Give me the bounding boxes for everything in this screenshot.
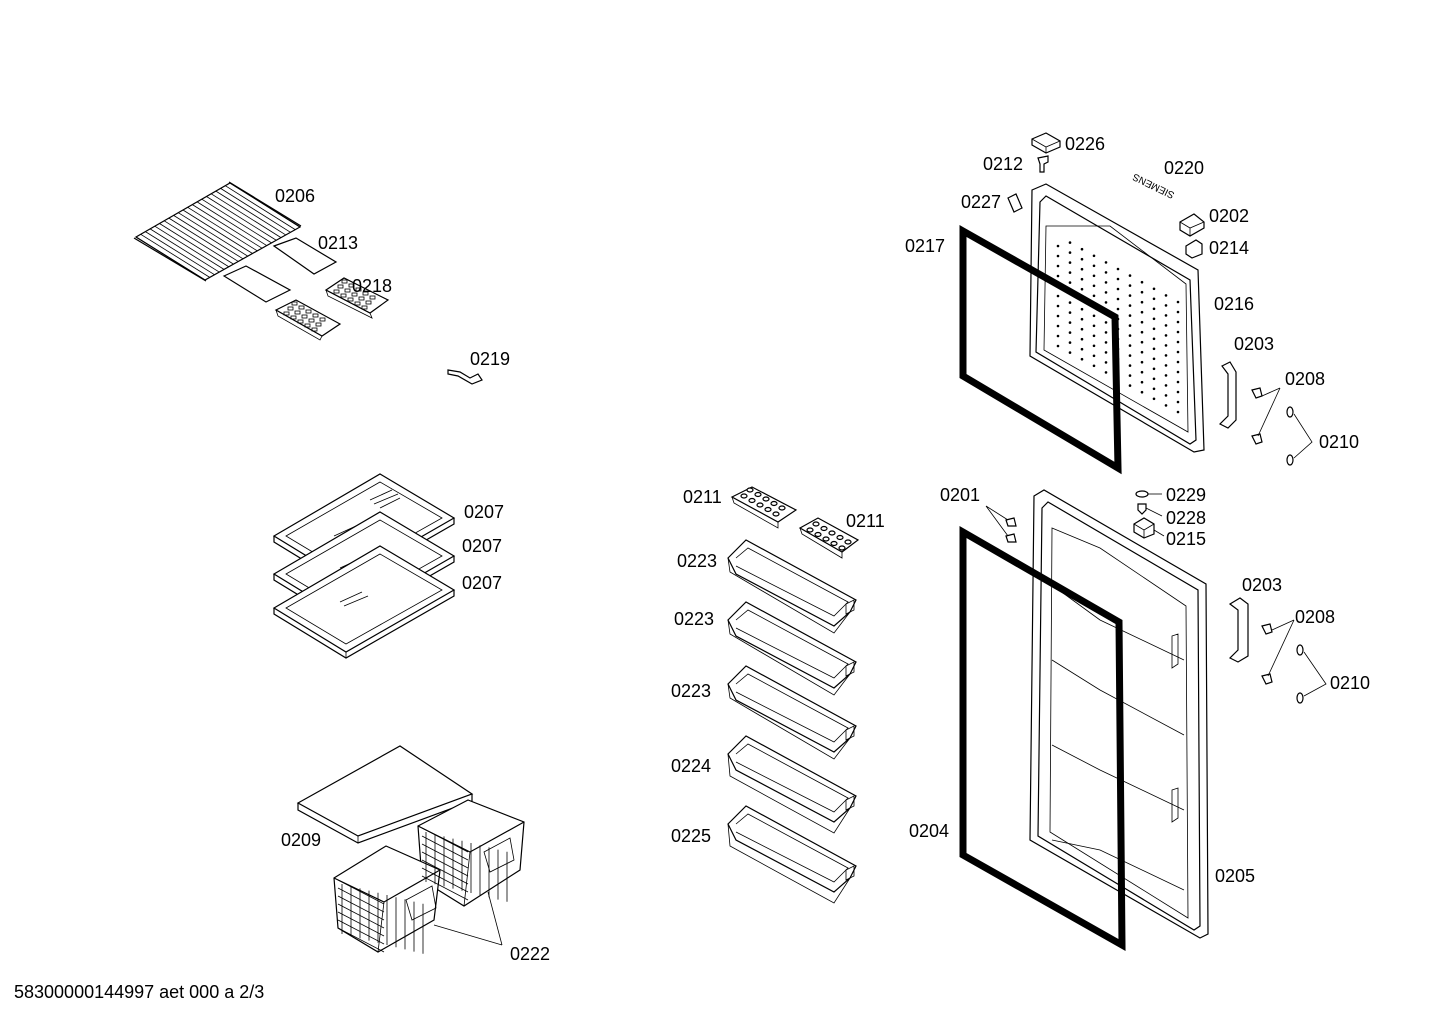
label-0220: 0220 — [1164, 158, 1204, 178]
label-0201: 0201 — [940, 485, 980, 505]
freezer-gasket-0217 — [959, 224, 1122, 475]
crisper-cover-0209 — [296, 745, 474, 844]
ice-tray-0218 — [274, 277, 390, 341]
label-0210-b: 0210 — [1330, 673, 1370, 693]
label-0208-a: 0208 — [1285, 369, 1325, 389]
label-0210-a: 0210 — [1319, 432, 1359, 452]
label-0207-a: 0207 — [464, 502, 504, 522]
label-0225: 0225 — [671, 826, 711, 846]
label-0217: 0217 — [905, 236, 945, 256]
label-0215: 0215 — [1166, 529, 1206, 549]
label-0207-b: 0207 — [462, 536, 502, 556]
label-0216: 0216 — [1214, 294, 1254, 314]
label-0223-b: 0223 — [674, 609, 714, 629]
label-0208-b: 0208 — [1295, 607, 1335, 627]
label-0212: 0212 — [983, 154, 1023, 174]
label-0229: 0229 — [1166, 485, 1206, 505]
hinge-cover-0226 — [1031, 132, 1061, 154]
label-0222: 0222 — [510, 944, 550, 964]
bracket-0214 — [1185, 239, 1203, 259]
document-footer-id: 58300000144997 aet 000 a 2/3 — [14, 982, 264, 1002]
door-handle-0203-top — [1218, 361, 1237, 429]
door-handle-0203-bottom — [1228, 597, 1249, 663]
label-0206: 0206 — [275, 186, 315, 206]
label-0227: 0227 — [961, 192, 1001, 212]
label-0226: 0226 — [1065, 134, 1105, 154]
label-0213: 0213 — [318, 233, 358, 253]
label-0202: 0202 — [1209, 206, 1249, 226]
label-0209: 0209 — [281, 830, 321, 850]
label-0203-b: 0203 — [1242, 575, 1282, 595]
fridge-gasket-0204 — [959, 525, 1126, 952]
caps-0210-top — [1286, 406, 1313, 466]
egg-trays-0211 — [730, 486, 860, 559]
ice-scraper-0219 — [447, 369, 483, 385]
door-bins — [727, 539, 857, 904]
label-0204: 0204 — [909, 821, 949, 841]
part-labels: 0206 0213 0218 0219 0207 0207 0207 0209 … — [275, 134, 1370, 964]
label-0219: 0219 — [470, 349, 510, 369]
wire-shelf-0206 — [133, 181, 302, 282]
label-0207-c: 0207 — [462, 573, 502, 593]
label-0214: 0214 — [1209, 238, 1249, 258]
label-card-0213 — [222, 237, 338, 303]
clip-0227 — [1007, 193, 1023, 213]
screws-0208-bottom — [1261, 619, 1295, 685]
label-0203-a: 0203 — [1234, 334, 1274, 354]
hinge-pin-0212 — [1037, 155, 1049, 173]
screw-0228 — [1137, 503, 1163, 517]
hinge-screws-0201 — [985, 505, 1017, 543]
label-0223-c: 0223 — [671, 681, 711, 701]
label-0224: 0224 — [671, 756, 711, 776]
screws-0208-top — [1251, 387, 1281, 445]
glass-shelves-0207 — [272, 473, 456, 659]
crisper-drawers-0222 — [333, 799, 525, 954]
label-0228: 0228 — [1166, 508, 1206, 528]
caps-0210-bottom — [1296, 644, 1327, 704]
label-0218: 0218 — [352, 276, 392, 296]
label-0223-a: 0223 — [677, 551, 717, 571]
label-0205: 0205 — [1215, 866, 1255, 886]
label-0211-b: 0211 — [846, 511, 885, 531]
cover-0202 — [1179, 213, 1205, 237]
label-0211-a: 0211 — [683, 487, 722, 507]
hinge-block-0215 — [1133, 517, 1165, 539]
part-0229 — [1135, 490, 1162, 498]
